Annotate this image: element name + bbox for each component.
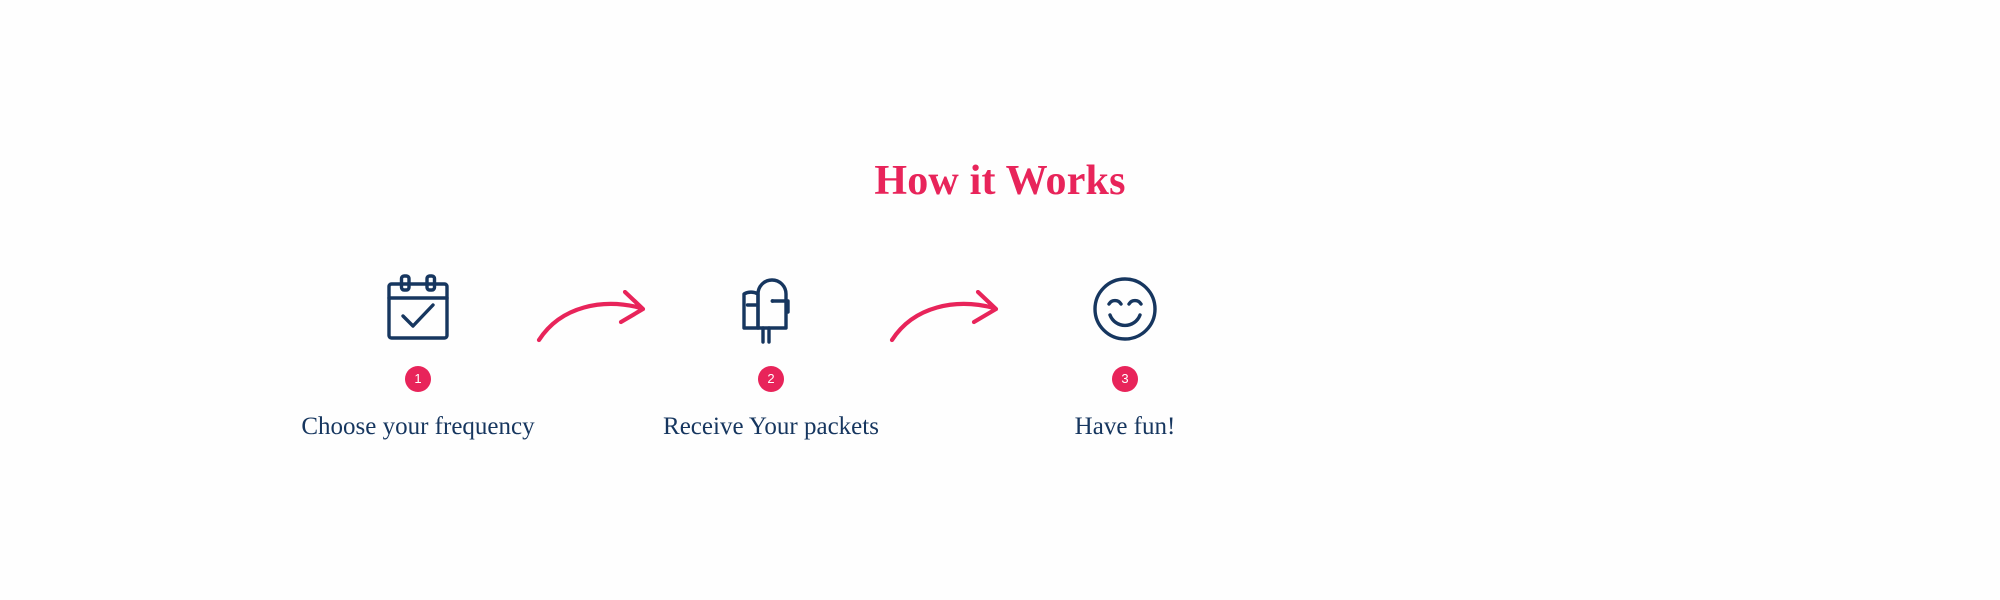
calendar-check-icon — [268, 270, 568, 348]
page-title: How it Works — [874, 158, 1126, 204]
step-item-3: 3 Have fun! — [975, 270, 1275, 442]
step-item-2: 2 Receive Your packets — [621, 270, 921, 442]
smiley-face-icon — [975, 270, 1275, 348]
step-item-1: 1 Choose your frequency — [268, 270, 568, 442]
steps-container: 1 Choose your frequency — [0, 270, 2000, 500]
mailbox-icon — [621, 270, 921, 348]
step-caption-2: Receive Your packets — [663, 413, 879, 440]
step-badge-2: 2 — [758, 366, 784, 392]
step-caption-1: Choose your frequency — [301, 413, 535, 440]
step-caption-3: Have fun! — [1074, 413, 1176, 440]
curved-arrow-right-icon-1 — [535, 290, 655, 346]
step-badge-3: 3 — [1112, 366, 1138, 392]
curved-arrow-right-icon-2 — [888, 290, 1008, 346]
step-badge-1: 1 — [405, 366, 431, 392]
